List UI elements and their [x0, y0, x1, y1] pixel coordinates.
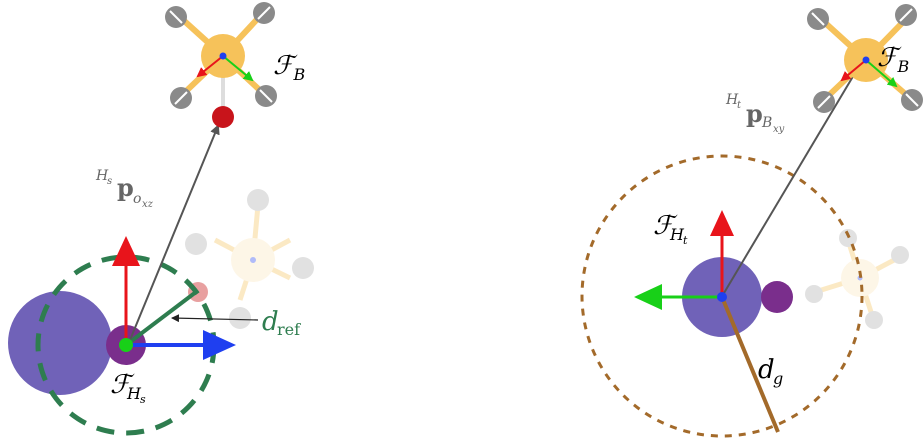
svg-text:p: p — [117, 173, 134, 202]
frame-hs-origin — [119, 338, 133, 352]
svg-text:s: s — [107, 176, 112, 187]
position-vector-arrow — [723, 66, 860, 294]
position-vector-arrow — [129, 124, 220, 341]
svg-text:H: H — [95, 168, 109, 184]
svg-text:t: t — [683, 234, 688, 247]
svg-text:t: t — [737, 100, 742, 111]
propeller-icon — [807, 8, 829, 30]
svg-text:B: B — [761, 115, 772, 131]
propeller-icon — [255, 85, 277, 107]
reference-radius-line — [124, 290, 198, 347]
frame-ht-label: ℱ H t — [653, 211, 688, 247]
dg-label: d g — [758, 355, 783, 388]
propeller-icon — [895, 4, 917, 26]
svg-text:H: H — [725, 92, 739, 108]
goal-circle — [580, 154, 864, 438]
propeller-icon — [170, 87, 192, 109]
frame-ht-origin — [717, 292, 727, 302]
right-panel: ℱB H t p B xy ℱ H t d g — [580, 4, 923, 438]
svg-text:p: p — [746, 99, 763, 128]
frame-ht-red-arrowhead — [710, 210, 734, 236]
frame-b-label: ℱB — [273, 51, 305, 84]
svg-text:g: g — [773, 369, 783, 388]
dref-label: d ref — [262, 307, 301, 339]
position-vector-label: H t p B xy — [725, 92, 785, 135]
human-head — [761, 281, 793, 313]
drone-b — [807, 4, 923, 113]
svg-text:H: H — [669, 225, 685, 244]
goal-radius-line — [720, 296, 780, 433]
position-vector-label: H s p o xz — [95, 168, 154, 210]
propeller-icon — [901, 89, 923, 111]
drone-b — [165, 2, 277, 112]
propeller-icon — [813, 91, 835, 113]
svg-text:o: o — [133, 191, 141, 207]
dref-pointer-arrow — [171, 314, 259, 323]
svg-text:xy: xy — [773, 124, 785, 135]
svg-text:d: d — [262, 307, 279, 337]
frame-hs-label: ℱ H s — [110, 370, 146, 406]
frame-b-label: ℱB — [877, 43, 909, 76]
left-panel: ℱB H s p o xz ℱ H s d ref — [8, 2, 314, 436]
ghost-drone — [185, 189, 314, 329]
frame-ht-green-arrowhead — [634, 284, 662, 310]
frame-hs-blue-arrowhead — [203, 330, 236, 360]
ghost-drone — [805, 229, 909, 329]
svg-text:H: H — [126, 384, 142, 403]
svg-text:xz: xz — [142, 199, 154, 210]
target-point — [212, 106, 234, 128]
svg-text:d: d — [758, 355, 775, 385]
frame-hs-red-arrowhead — [112, 236, 140, 266]
human-body — [8, 291, 112, 395]
svg-text:ref: ref — [277, 320, 301, 339]
propeller-icon — [165, 6, 187, 28]
propeller-icon — [253, 2, 275, 24]
svg-text:s: s — [140, 393, 146, 406]
